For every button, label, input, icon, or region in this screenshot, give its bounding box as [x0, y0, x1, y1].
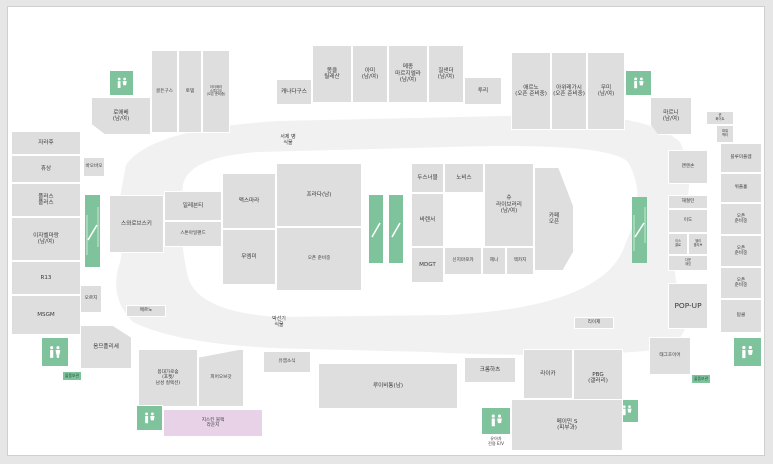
store-aeronoa[interactable]: 애르노 (오픈 준비중)	[511, 52, 551, 130]
store-ompoli[interactable]: 옴므플리세	[80, 325, 132, 369]
label-bakseo: 박선기 식물	[272, 316, 286, 328]
store-opening[interactable]: 오픈 준비중	[276, 227, 362, 291]
store-right-s1[interactable]: 퀸 화이트	[706, 111, 734, 125]
store-haeseo[interactable]: 해절턴	[668, 195, 708, 209]
store-riorie[interactable]: 리이제	[574, 317, 614, 329]
restroom-icon	[742, 345, 754, 358]
store-small2[interactable]: 이스 클로	[668, 233, 688, 255]
restroom-icon	[145, 412, 155, 424]
escalator-icon	[391, 222, 401, 238]
escalator-center-2[interactable]	[389, 195, 403, 263]
label-sebveshon: 서제 병 식물	[280, 134, 296, 146]
store-crumhaus[interactable]: 크롬하츠	[464, 357, 516, 383]
escalator-icon	[86, 207, 99, 255]
restroom-bottom-left[interactable]	[136, 405, 163, 431]
store-jaju[interactable]: 자라후	[11, 131, 81, 155]
store-maenjuiseu[interactable]: 맨엔손	[668, 150, 708, 184]
escalator-left[interactable]	[85, 195, 100, 267]
store-maroeni[interactable]: 마르니 (남/여)	[650, 97, 692, 135]
store-lounge[interactable]: 지스킨 블랙 라운지	[163, 409, 263, 437]
store-louisvuitton[interactable]: 루이비통(남)	[318, 363, 458, 409]
storage-tag-right: 물품보관	[692, 375, 710, 383]
store-noviseu[interactable]: 노비스	[444, 163, 484, 193]
store-toop[interactable]: 탑클	[720, 299, 762, 333]
store-ideo[interactable]: 이도	[668, 209, 708, 233]
storage-tag-left: 물품보관	[63, 372, 81, 380]
store-loewe[interactable]: 로에베 (남/여)	[91, 97, 151, 135]
store-ohroeji[interactable]: 오르지	[80, 285, 102, 313]
store-wiphole[interactable]: 위플홀	[720, 173, 762, 203]
store-sanidaguseu[interactable]: 캐나다구스	[276, 79, 312, 105]
store-small3[interactable]: 헬리 올리브	[688, 233, 708, 255]
escalator-right[interactable]	[632, 197, 647, 263]
store-swarovski[interactable]: 스와로브스키	[109, 195, 164, 253]
store-sinjimaroka[interactable]: 신지마로카	[444, 247, 482, 275]
store-mekaji[interactable]: 맥카지	[506, 247, 534, 275]
store-right-s2[interactable]: 파워 백터	[716, 125, 734, 143]
store-maison[interactable]: 메종 마르지엘라 (남/여)	[388, 45, 428, 103]
store-maxmara[interactable]: 맥스마라	[222, 173, 276, 229]
store-musmu[interactable]: 무엠미	[222, 229, 276, 285]
store-ilmaebenti[interactable]: 일레븐티	[164, 191, 222, 221]
store-open1[interactable]: 오픈 준비중	[720, 203, 762, 235]
restroom-icon	[634, 77, 644, 89]
restroom-icon	[491, 414, 502, 427]
store-jilsander[interactable]: 질샌더 (남/여)	[428, 45, 464, 103]
restroom-icon	[50, 345, 61, 358]
store-maeronu[interactable]: 메르노	[126, 305, 166, 317]
restroom-icon	[622, 405, 632, 416]
restroom-top-left[interactable]	[109, 70, 134, 96]
store-prada[interactable]: 프라다(남)	[276, 163, 362, 227]
store-blueloom[interactable]: 블루미플렘	[720, 143, 762, 173]
store-bomdaegaroon[interactable]: 봄대가로숲 (포켓/ 남성 컬렉션)	[138, 349, 198, 407]
store-barenseo[interactable]: 바렌서	[411, 193, 444, 247]
escalator-icon	[633, 207, 646, 251]
restroom-right[interactable]	[733, 337, 762, 367]
store-pbg[interactable]: PBG (갤러리)	[573, 349, 623, 407]
store-golden[interactable]: 골든구스	[151, 50, 178, 133]
store-mumi[interactable]: 무미 (남/여)	[587, 52, 625, 130]
store-toryi[interactable]: 투리	[464, 77, 502, 105]
escalator-center-1[interactable]	[369, 195, 383, 263]
store-raika[interactable]: 라이카	[523, 349, 573, 399]
escalator-icon	[371, 222, 381, 238]
store-small1[interactable]: 아더에러 스튜디오 (오픈 준비중)	[202, 50, 230, 133]
store-plusplus[interactable]: 플러스 플러스	[11, 183, 81, 217]
elevator-stroller[interactable]	[481, 407, 511, 435]
restroom-top-right[interactable]	[625, 70, 652, 96]
store-dusunatuhl[interactable]: 두스너블	[411, 163, 444, 193]
store-moncler[interactable]: 몽클 릴레산	[312, 45, 352, 103]
store-maeimyeon[interactable]: 메이민 S (피부과)	[511, 399, 623, 451]
store-ajuiregasi[interactable]: 아위레가시 (오픈 준비중)	[551, 52, 587, 130]
store-r13[interactable]: R13	[11, 261, 81, 295]
restroom-icon	[117, 77, 127, 88]
floor-map: 자라후 휴상 플러스 플러스 이자벨마랑 (남/여) R13 MSGM 물품보관…	[7, 6, 765, 456]
store-open2[interactable]: 오픈 준비중	[720, 235, 762, 267]
store-hwesang[interactable]: 휴상	[11, 155, 81, 183]
store-piemeobasa[interactable]: 피어오브갓	[198, 349, 244, 407]
restroom-left[interactable]	[41, 337, 69, 367]
label-elevator: 유아차 전용 E/V	[488, 436, 504, 446]
store-open3[interactable]: 오픈 준비중	[720, 267, 762, 299]
corridor	[116, 114, 690, 355]
store-msgm[interactable]: MSGM	[11, 295, 81, 335]
store-sue[interactable]: 슈 라이브러리 (남/여)	[484, 163, 534, 247]
store-toteme[interactable]: 토템	[178, 50, 202, 133]
store-ami[interactable]: 아미 (남/여)	[352, 45, 388, 103]
store-stonebox[interactable]: 스톤아일랜드	[164, 221, 222, 247]
store-yumyeonseo[interactable]: 유엠소식	[263, 351, 311, 373]
store-mdgt[interactable]: MDGT	[411, 247, 444, 283]
store-small4[interactable]: 다운 재킷	[668, 255, 708, 271]
store-ijaemong[interactable]: 이자벨마랑 (남/여)	[11, 217, 81, 261]
store-popup[interactable]: POP-UP	[668, 283, 708, 329]
store-jenny[interactable]: 제니	[482, 247, 506, 275]
store-taegeumaieo[interactable]: 태그호이어	[649, 337, 691, 375]
store-bayobeo[interactable]: 바오바오	[83, 157, 105, 177]
